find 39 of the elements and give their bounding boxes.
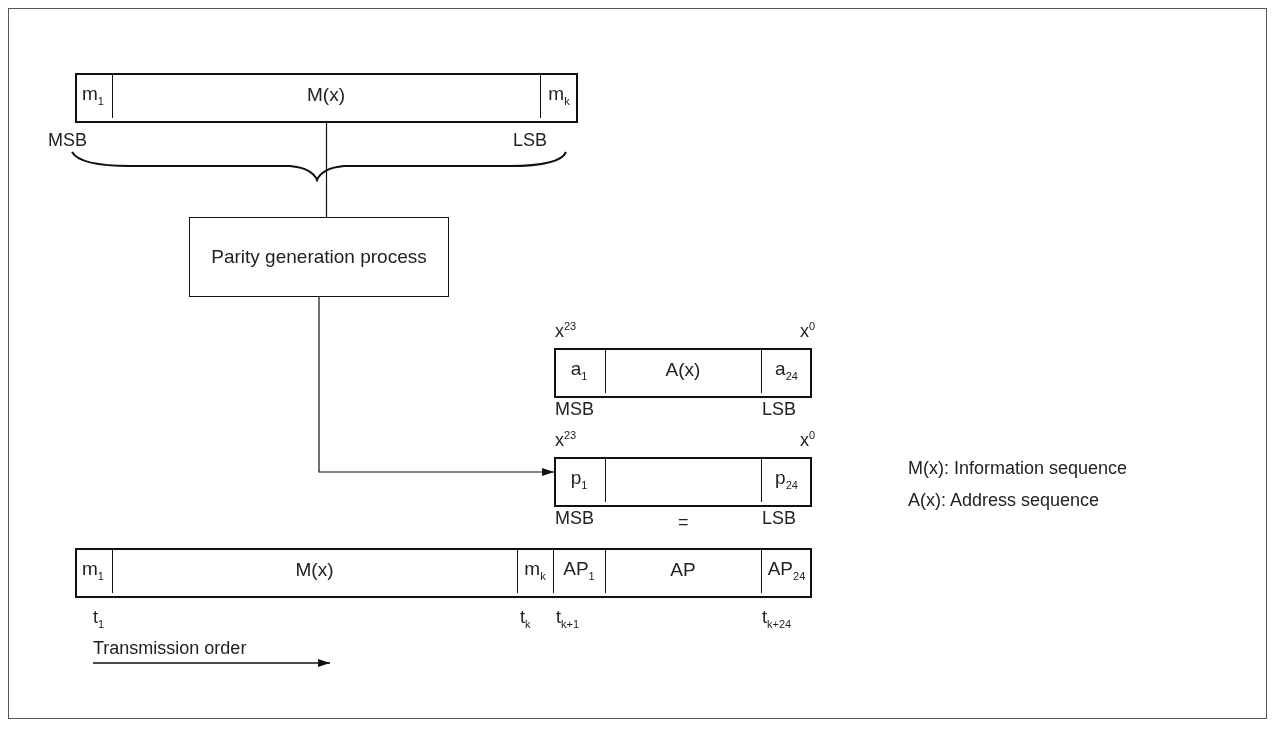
- bit-field: AP$_{1}$: [553, 547, 606, 593]
- power-label: x$^{0}$: [800, 429, 816, 451]
- bit-field: m$_{1}$: [74, 547, 113, 593]
- bit-field: p$_{24}$: [761, 456, 812, 502]
- bit-field: M(x): [112, 72, 541, 118]
- equals-sign: =: [678, 512, 689, 533]
- register-bar: [554, 348, 812, 398]
- time-label: t$_{k+24}$: [762, 607, 792, 630]
- register-bar: [554, 457, 812, 507]
- time-label: t$_{k+1}$: [556, 607, 580, 630]
- bit-field: M(x): [112, 547, 518, 593]
- bit-order-label: MSB: [555, 399, 594, 420]
- bit-field: AP$_{24}$: [761, 547, 812, 593]
- bit-field: m$_{k}$: [517, 547, 554, 593]
- legend-text: M(x): Information sequence: [908, 458, 1128, 479]
- power-label: x$^{0}$: [800, 320, 816, 342]
- bit-order-label: LSB: [762, 399, 797, 420]
- bit-field: a$_{24}$: [761, 347, 812, 393]
- bit-field: AP: [605, 547, 762, 593]
- connector-line: [325, 122, 328, 218]
- bit-order-label: MSB: [555, 508, 594, 529]
- direction-label: Transmission order: [93, 638, 247, 659]
- bit-field: m$_{k}$: [540, 72, 578, 118]
- legend-text: A(x): Address sequence: [908, 490, 1100, 511]
- register-bar: [75, 548, 812, 598]
- bit-field: A(x): [605, 347, 762, 393]
- time-label: t$_{1}$: [93, 607, 105, 630]
- process-box: Parity generation process: [189, 217, 449, 297]
- bit-field: m$_{1}$: [74, 72, 113, 118]
- register-bar: [75, 73, 578, 123]
- time-label: t$_{k}$: [520, 607, 531, 630]
- bit-field: a$_{1}$: [553, 347, 606, 393]
- power-label: x$^{23}$: [555, 320, 577, 342]
- bit-order-label: MSB: [48, 130, 87, 151]
- bit-order-label: LSB: [513, 130, 548, 151]
- arrow: [318, 296, 555, 476]
- power-label: x$^{23}$: [555, 429, 577, 451]
- bit-field: p$_{1}$: [553, 456, 606, 502]
- bit-order-label: LSB: [762, 508, 797, 529]
